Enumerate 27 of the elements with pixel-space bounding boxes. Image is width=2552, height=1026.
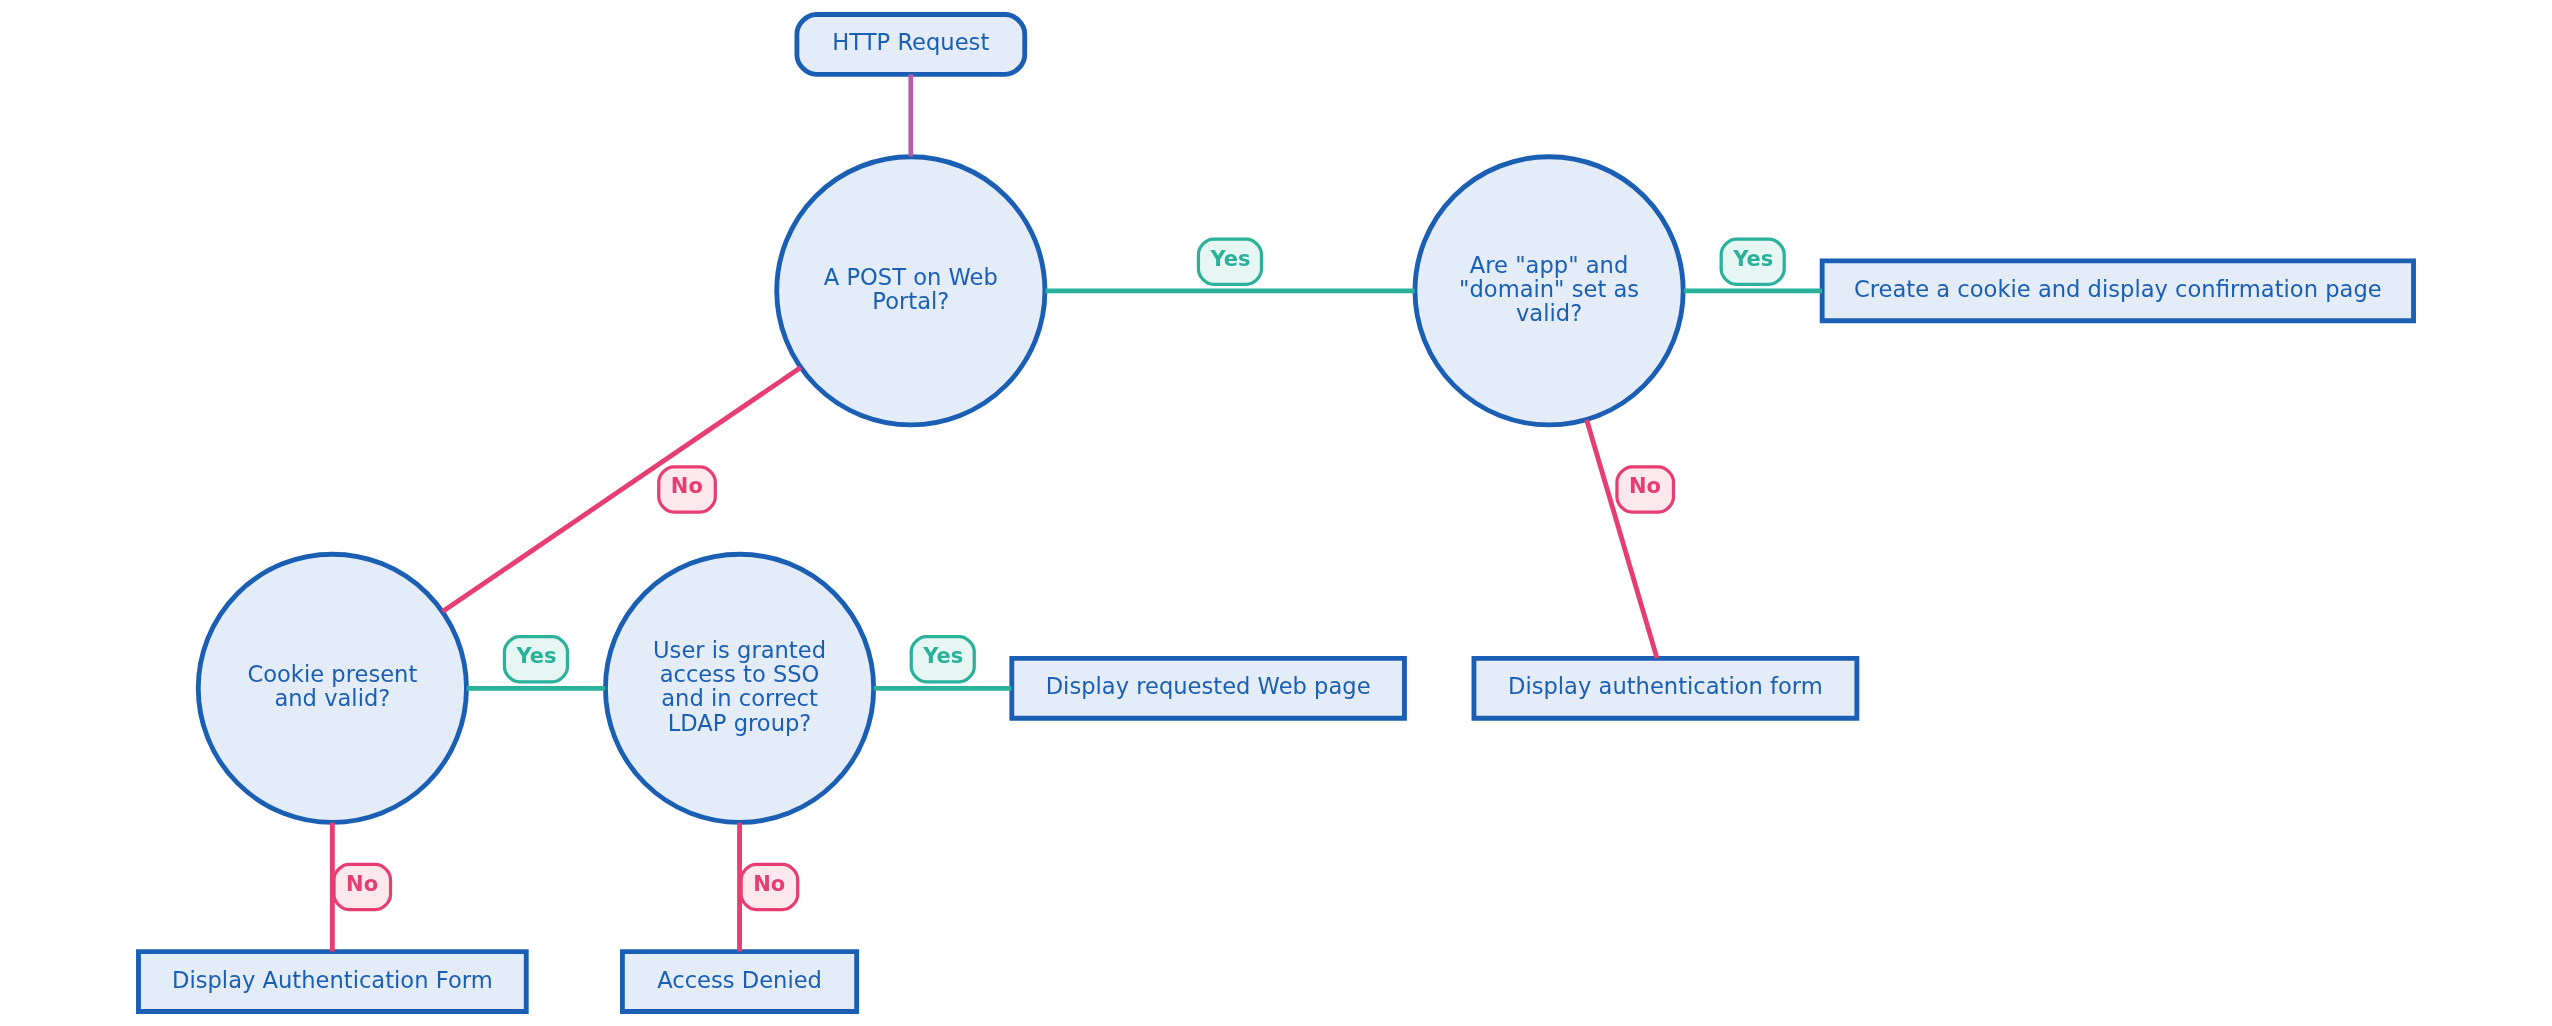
node-circle: Are "app" and "domain" set as valid? <box>1412 154 1686 428</box>
node-box: HTTP Request <box>794 12 1028 77</box>
node-box: Display authentication form <box>1471 656 1860 721</box>
connector <box>1683 288 1823 294</box>
edge-label: Yes <box>923 644 964 669</box>
connector <box>873 685 1012 691</box>
node-box: Display requested Web page <box>1009 656 1407 721</box>
connector <box>1045 288 1415 294</box>
edge-label: No <box>346 871 379 896</box>
edge-label: Yes <box>1210 246 1251 271</box>
edge-label: No <box>670 474 703 499</box>
connector <box>737 822 742 952</box>
connector <box>466 685 606 691</box>
node-box: Display Authentication Form <box>136 949 529 1014</box>
edge-label: Yes <box>1733 246 1774 271</box>
edge-label: Yes <box>516 644 557 669</box>
edge-label: No <box>753 871 786 896</box>
node-circle: User is granted access to SSO and in correct LDAP group? <box>603 551 877 825</box>
node-box: Create a cookie and display confirmation page <box>1819 258 2416 324</box>
node-circle: A POST on Web Portal? <box>774 154 1048 428</box>
node-circle: Cookie present and valid? <box>195 551 469 825</box>
connector <box>1584 419 1660 659</box>
edge-label: No <box>1629 474 1662 499</box>
connector <box>441 365 803 614</box>
connector <box>329 822 335 952</box>
connector <box>908 74 914 157</box>
node-box: Access Denied <box>619 949 860 1014</box>
